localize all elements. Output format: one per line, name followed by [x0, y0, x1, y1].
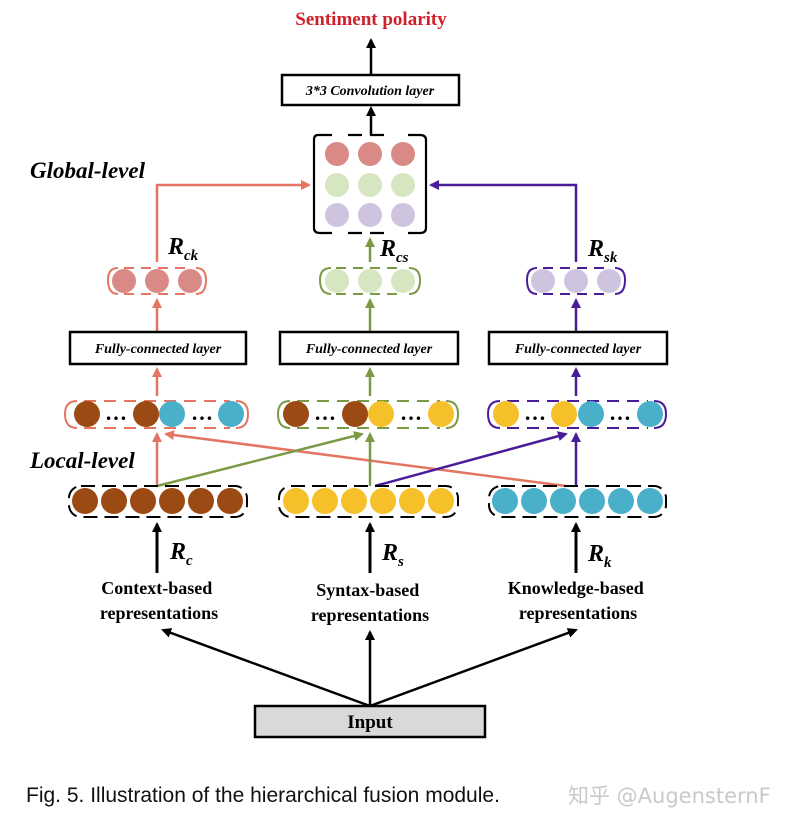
rk-label: Rk: [587, 541, 612, 571]
knowledge-node: [492, 488, 518, 514]
rsk-label: Rsk: [587, 236, 618, 266]
knowledge-node: [637, 401, 663, 427]
syntax-representation-text: Syntax-based representations: [311, 580, 429, 625]
syntax-node: [428, 488, 454, 514]
input-box: [253, 704, 487, 739]
context-node: [159, 488, 185, 514]
syntax-node: [283, 488, 309, 514]
context-node: [72, 488, 98, 514]
syntax-node: [368, 401, 394, 427]
syntax-node: [493, 401, 519, 427]
grid-node: [391, 142, 415, 166]
rc-label: Rc: [169, 539, 193, 569]
context-node: [101, 488, 127, 514]
fc-layer-label-3: Fully-connected layer: [514, 342, 642, 357]
arrow-rsk-to-grid: [429, 180, 578, 262]
knowledge-node: [608, 488, 634, 514]
ellipsis: …: [105, 400, 127, 425]
knowledge-node: [521, 488, 547, 514]
syntax-representation-row: [278, 485, 459, 518]
knowledge-node: [637, 488, 663, 514]
rck-node: [112, 269, 136, 293]
syntax-node: [370, 488, 396, 514]
fc-layer-box-2: [278, 330, 460, 366]
arrow-input-to-context: [161, 628, 371, 708]
rcs-node: [391, 269, 415, 293]
rs-label: Rs: [381, 540, 404, 570]
syntax-node: [341, 488, 367, 514]
conv-layer-label: 3*3 Convolution layer: [305, 84, 435, 99]
arrow-context-to-pair2: [156, 431, 364, 488]
context-node: [188, 488, 214, 514]
ellipsis: …: [191, 400, 213, 425]
ellipsis: …: [400, 400, 422, 425]
knowledge-node: [578, 401, 604, 427]
grid-node: [391, 173, 415, 197]
knowledge-node: [579, 488, 605, 514]
rsk-node-group: [525, 267, 627, 295]
context-node: [133, 401, 159, 427]
grid-node: [358, 203, 382, 227]
knowledge-representation-text: Knowledge-based representations: [508, 578, 649, 623]
syntax-node: [428, 401, 454, 427]
local-level-label: Local-level: [29, 448, 135, 473]
rsk-node: [564, 269, 588, 293]
syntax-knowledge-pair: … …: [486, 400, 668, 429]
output-label: Sentiment polarity: [295, 9, 447, 30]
grid-node: [325, 173, 349, 197]
grid-node: [325, 203, 349, 227]
fc-layer-box-1: [68, 330, 248, 366]
context-knowledge-pair: … …: [63, 400, 250, 429]
fc-layer-label-2: Fully-connected layer: [305, 342, 433, 357]
rck-node-group: [106, 267, 208, 295]
arrow-knowledge-to-pair1: [164, 430, 567, 488]
rck-label: Rck: [167, 234, 199, 264]
ellipsis: …: [609, 400, 631, 425]
figure-caption: Fig. 5. Illustration of the hierarchical…: [26, 784, 500, 807]
context-node: [342, 401, 368, 427]
context-node: [74, 401, 100, 427]
rck-node: [145, 269, 169, 293]
grid-node: [391, 203, 415, 227]
context-node: [283, 401, 309, 427]
global-fusion-grid: [312, 133, 428, 235]
ellipsis: …: [314, 400, 336, 425]
grid-node: [358, 173, 382, 197]
arrow-input-to-knowledge: [369, 628, 578, 708]
arrow-rck-to-grid: [155, 180, 311, 262]
syntax-node: [551, 401, 577, 427]
knowledge-node: [218, 401, 244, 427]
context-representation-row: [68, 485, 248, 518]
rcs-node: [358, 269, 382, 293]
grid-node: [358, 142, 382, 166]
global-level-label: Global-level: [30, 158, 146, 183]
fc-layer-box-3: [487, 330, 669, 366]
context-representation-text: Context-based representations: [100, 578, 218, 623]
knowledge-node: [159, 401, 185, 427]
context-node: [130, 488, 156, 514]
context-node: [217, 488, 243, 514]
input-label: Input: [347, 712, 393, 733]
rcs-node-group: [318, 267, 422, 295]
knowledge-node: [550, 488, 576, 514]
rsk-node: [597, 269, 621, 293]
arrow-syntax-to-pair3: [374, 431, 568, 488]
watermark: 知乎 @AugensternF: [568, 784, 771, 808]
grid-node: [325, 142, 349, 166]
rcs-node: [325, 269, 349, 293]
rck-node: [178, 269, 202, 293]
syntax-node: [312, 488, 338, 514]
ellipsis: …: [524, 400, 546, 425]
conv-layer-box: [280, 73, 461, 107]
fc-layer-label-1: Fully-connected layer: [94, 342, 222, 357]
context-syntax-pair: … …: [276, 400, 460, 429]
rcs-label: Rcs: [379, 236, 409, 266]
syntax-node: [399, 488, 425, 514]
knowledge-representation-row: [488, 485, 667, 518]
rsk-node: [531, 269, 555, 293]
